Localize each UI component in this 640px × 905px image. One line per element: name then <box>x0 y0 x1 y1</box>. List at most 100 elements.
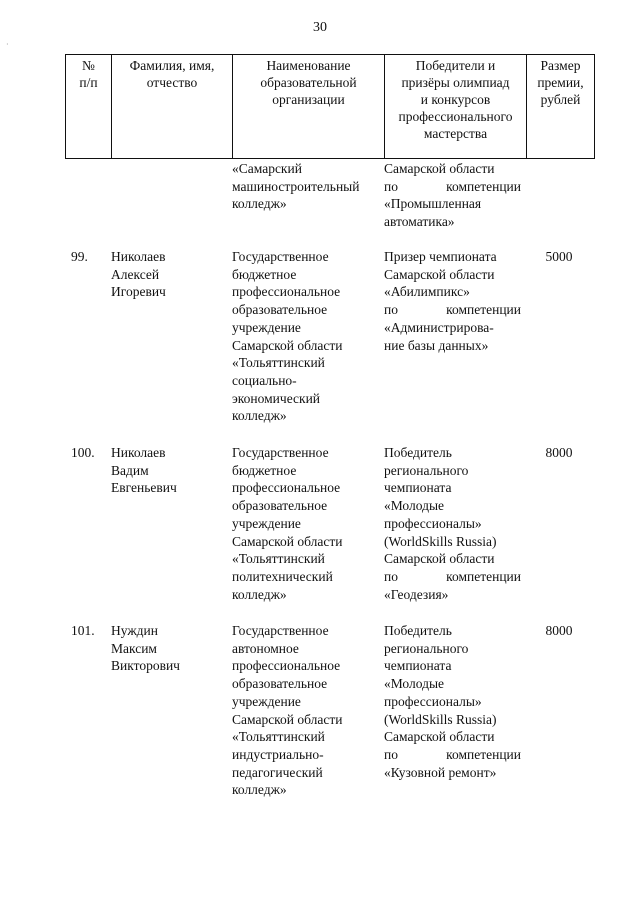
organization-line: Государственное <box>232 445 329 460</box>
organization-line: «Тольяттинский <box>232 355 325 371</box>
organization-line: машиностроительный <box>232 178 360 194</box>
header-line: Победители и <box>415 58 496 73</box>
organization-line: профессиональное <box>232 480 341 496</box>
award-line: Победитель <box>384 444 521 462</box>
award-word: «Кузовной ремонт» <box>384 764 497 780</box>
organization-line: экономический <box>232 390 321 406</box>
header-line: п/п <box>79 75 98 90</box>
header-line: организации <box>272 92 345 107</box>
person-name-line: Алексей <box>111 266 160 282</box>
header-line: образовательной <box>260 75 357 90</box>
award-word: по <box>384 568 398 584</box>
header-organization: Наименование образовательной организации <box>232 54 385 159</box>
award-word: профессионалы» <box>384 693 482 709</box>
award-word: регионального <box>384 640 469 656</box>
organization-line: Государственное <box>232 623 329 638</box>
award-line: регионального <box>384 462 521 480</box>
award-line: профессионалы» <box>384 693 521 711</box>
person-name-line: Нуждин <box>111 623 158 638</box>
table-header: № п/п Фамилия, имя, отчество Наименовани… <box>65 54 595 159</box>
award-line: по компетенции <box>384 746 521 764</box>
person-name-line: Евгеньевич <box>111 480 177 496</box>
award-word: Победитель <box>384 445 452 460</box>
organization-line: образовательное <box>232 676 328 692</box>
organization-line: Самарской области <box>232 533 343 549</box>
award-amount: 8000 <box>545 445 573 460</box>
award-word: по <box>384 302 398 318</box>
page-number: 30 <box>313 20 327 35</box>
award-line: автоматика» <box>384 213 521 231</box>
award-word: Самарской области <box>384 161 495 176</box>
organization-line: колледж» <box>232 586 287 602</box>
award-word: по <box>384 746 398 762</box>
award-line: «Молодые <box>384 497 521 515</box>
award-word: (WorldSkills Russia) <box>384 533 497 549</box>
organization-line: «Тольяттинский <box>232 551 325 567</box>
award-line: Призер чемпионата <box>384 248 521 266</box>
award-line: «Абилимпикс» <box>384 283 521 301</box>
header-line: мастерства <box>423 126 488 141</box>
award-word: «Абилимпикс» <box>384 284 470 300</box>
award-line: регионального <box>384 640 521 658</box>
header-line: отчество <box>146 75 198 90</box>
organization-line: колледж» <box>232 408 287 424</box>
organization-line: Самарской области <box>232 711 343 727</box>
organization-line: индустриально- <box>232 746 324 762</box>
person-name-line: Викторович <box>111 658 180 674</box>
award-line: профессионалы» <box>384 515 521 533</box>
award-word: компетенции <box>446 302 521 318</box>
award-word: «Молодые <box>384 498 445 514</box>
header-line: рублей <box>540 92 581 107</box>
organization-line: учреждение <box>232 319 301 335</box>
organization-line: социально- <box>232 372 297 388</box>
award-line: «Геодезия» <box>384 586 521 604</box>
award-word: «Промышленная <box>384 196 482 212</box>
organization-line: учреждение <box>232 693 301 709</box>
award-line: Самарской области <box>384 266 521 284</box>
organization-line: педагогический <box>232 764 323 780</box>
award-word: по <box>384 178 398 194</box>
organization-line: колледж» <box>232 196 287 212</box>
award-word: чемпионата <box>384 480 452 496</box>
organization-line: учреждение <box>232 515 301 531</box>
award-word: (WorldSkills Russia) <box>384 711 497 727</box>
header-line: и конкурсов <box>420 92 491 107</box>
organization-line: «Тольяттинский <box>232 729 325 745</box>
organization-line: бюджетное <box>232 462 297 478</box>
organization-line: образовательное <box>232 302 328 318</box>
header-line: № <box>82 58 95 73</box>
award-word: ние базы данных» <box>384 337 489 353</box>
organization-line: политехнический <box>232 568 333 584</box>
header-amount: Размер премии, рублей <box>526 54 595 159</box>
award-line: Самарской области <box>384 550 521 568</box>
row-number: 100. <box>71 445 95 460</box>
award-line: «Кузовной ремонт» <box>384 764 521 782</box>
award-word: Призер чемпионата <box>384 249 497 264</box>
award-amount: 5000 <box>545 249 573 264</box>
award-word: компетенции <box>446 746 521 762</box>
header-line: призёры олимпиад <box>401 75 510 90</box>
award-line: чемпионата <box>384 657 521 675</box>
award-line: по компетенции <box>384 301 521 319</box>
organization-line: профессиональное <box>232 284 341 300</box>
organization-line: Государственное <box>232 249 329 264</box>
person-name-line: Максим <box>111 640 157 656</box>
header-line: Наименование <box>266 58 351 73</box>
header-line: премии, <box>537 75 584 90</box>
header-number: № п/п <box>65 54 112 159</box>
award-line: ние базы данных» <box>384 337 521 355</box>
award-word: «Администрирова- <box>384 319 494 335</box>
person-name-line: Игоревич <box>111 284 166 300</box>
